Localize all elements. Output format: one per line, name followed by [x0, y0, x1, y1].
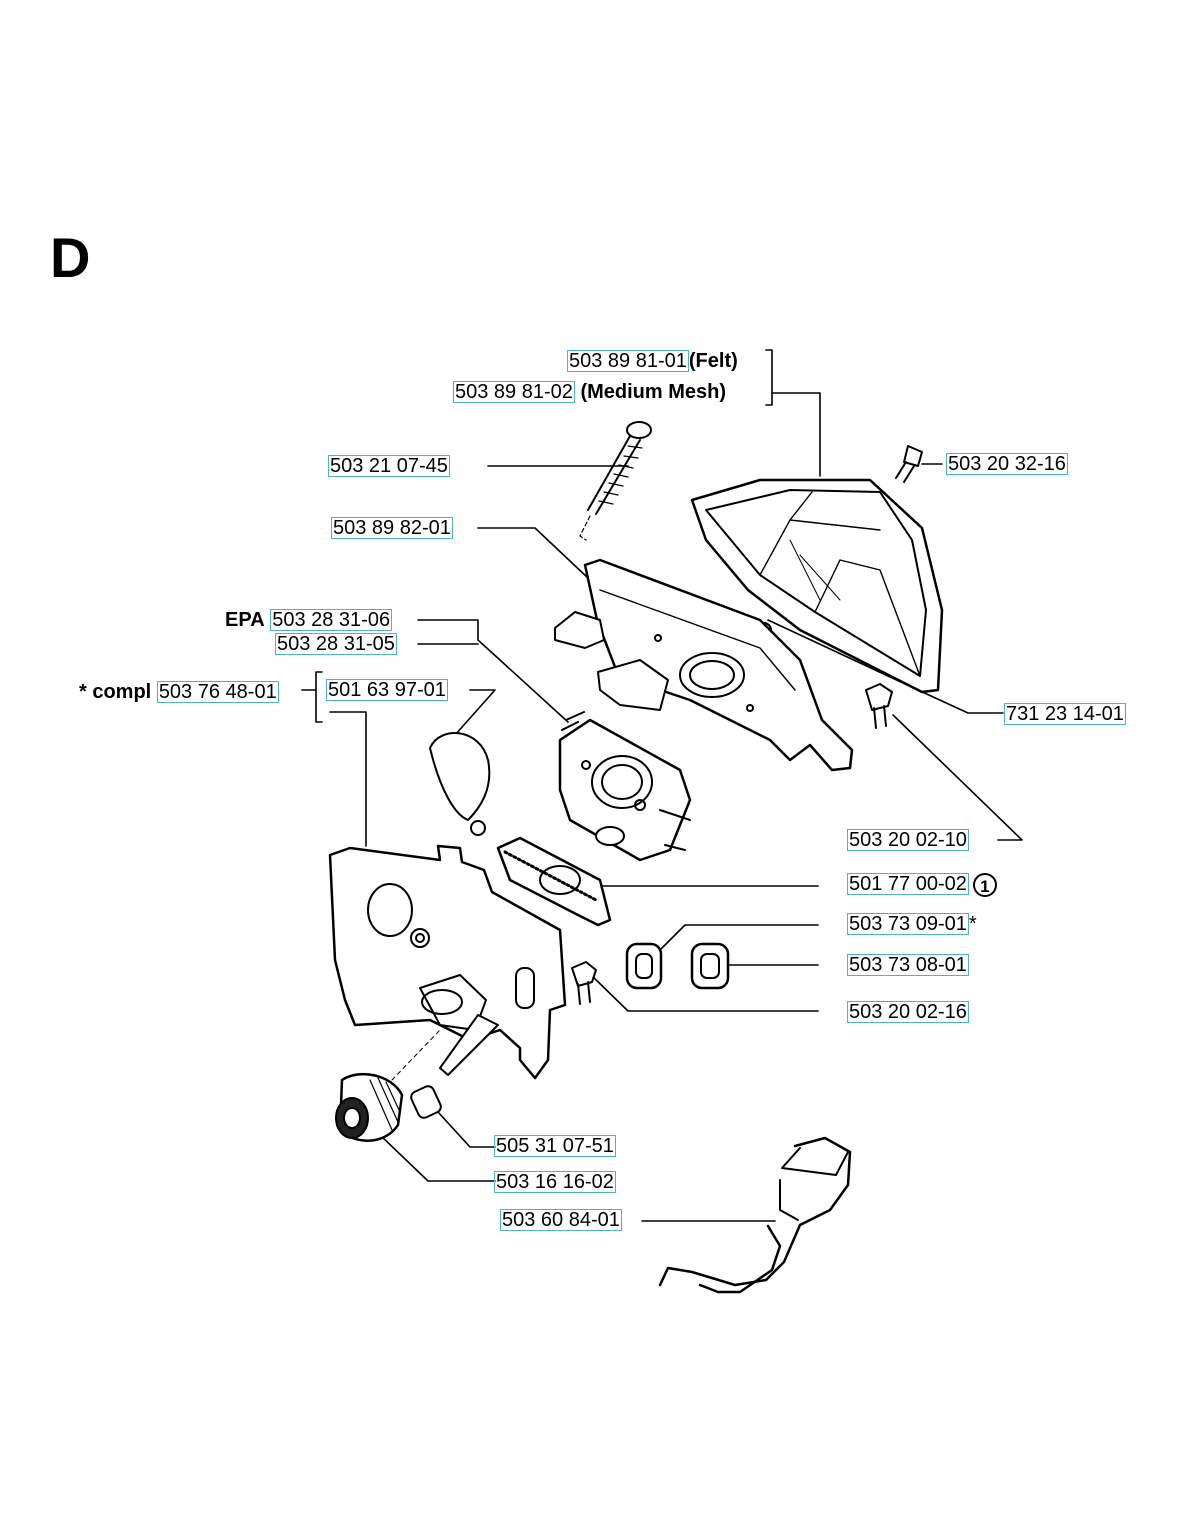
label-throttle-rod: 503 60 84-01: [500, 1209, 622, 1231]
leader-lines: [301, 349, 1023, 1222]
part-number[interactable]: 503 73 08-01: [847, 954, 969, 976]
part-number[interactable]: 503 28 31-06: [270, 609, 393, 631]
label-grommet-b: 503 73 08-01: [847, 954, 969, 976]
part-number[interactable]: 503 89 82-01: [331, 517, 453, 539]
part-number[interactable]: 503 20 32-16: [946, 453, 1068, 475]
part-number[interactable]: 501 63 97-01: [326, 679, 448, 701]
part-number[interactable]: 501 77 00-02: [847, 873, 969, 896]
top-screw-drawing: [895, 445, 923, 483]
bottom-screw-drawing: [571, 961, 597, 1005]
prefix: EPA: [225, 609, 265, 631]
label-grommet-a: 503 73 09-01*: [847, 913, 977, 935]
part-number[interactable]: 503 20 02-16: [847, 1001, 969, 1023]
label-screw-top: 503 20 32-16: [946, 453, 1068, 475]
grommets-drawing: [625, 942, 730, 990]
knob-drawing: [335, 1029, 442, 1142]
part-number[interactable]: 503 89 81-02: [453, 381, 575, 403]
part-number[interactable]: 503 73 09-01: [847, 913, 969, 935]
label-compl: * compl 503 76 48-01: [79, 681, 279, 703]
label-choke-cover: 501 63 97-01: [326, 679, 448, 701]
part-number[interactable]: 503 89 81-01: [567, 350, 689, 372]
label-sleeve: 505 31 07-51: [494, 1135, 616, 1157]
label-air-filter-felt: 503 89 81-01(Felt): [567, 350, 738, 372]
part-number[interactable]: 505 31 07-51: [494, 1135, 616, 1157]
gasket-drawing: [496, 836, 612, 927]
note: (Medium Mesh): [580, 381, 727, 403]
carburetor-drawing: [558, 711, 692, 862]
note: (Felt): [688, 350, 738, 372]
plate-drawing: [328, 844, 567, 1080]
choke-cover-drawing: [429, 732, 491, 836]
label-screw-long: 503 21 07-45: [328, 455, 450, 477]
reference-circle: 1: [972, 873, 997, 897]
label-screw-bottom: 503 20 02-16: [847, 1001, 969, 1023]
part-number[interactable]: 503 16 16-02: [494, 1171, 616, 1193]
label-screw-mid: 503 20 02-10: [847, 829, 969, 851]
part-number[interactable]: 503 28 31-05: [275, 633, 397, 655]
label-carburetor-epa: EPA 503 28 31-06: [225, 609, 393, 631]
label-carburetor: 503 28 31-05: [275, 633, 397, 655]
label-knob: 503 16 16-02: [494, 1171, 616, 1193]
throttle-rod-drawing: [658, 1136, 852, 1294]
long-screw-drawing: [579, 421, 652, 541]
part-number[interactable]: 503 20 02-10: [847, 829, 969, 851]
mid-screw-drawing: [865, 683, 893, 729]
part-number[interactable]: 503 76 48-01: [156, 681, 279, 703]
suffix: *: [968, 913, 977, 935]
part-number[interactable]: 503 21 07-45: [328, 455, 450, 477]
part-number[interactable]: 731 23 14-01: [1004, 703, 1126, 725]
prefix: * compl: [79, 681, 152, 703]
air-filter-drawing: [690, 478, 944, 694]
part-number[interactable]: 503 60 84-01: [500, 1209, 622, 1231]
label-filter-holder: 503 89 82-01: [331, 517, 453, 539]
label-air-filter-mesh: 503 89 81-02 (Medium Mesh): [453, 381, 726, 403]
section-letter: D: [50, 226, 91, 289]
filter-holder-drawing: [554, 558, 854, 772]
label-nut: 731 23 14-01: [1004, 703, 1126, 725]
